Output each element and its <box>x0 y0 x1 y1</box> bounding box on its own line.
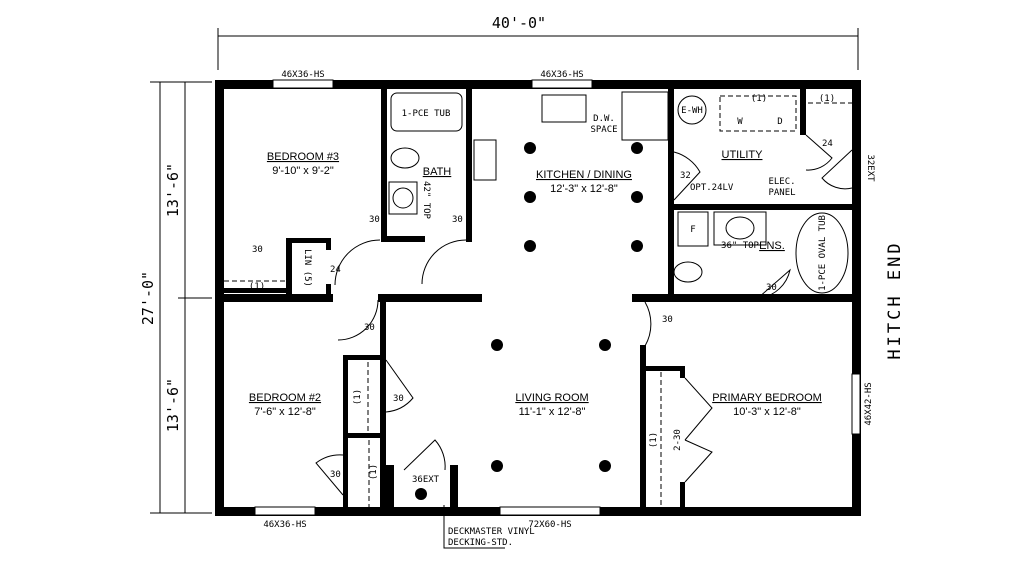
door-label-bed2-closet-upper: 30 <box>393 394 404 404</box>
fixture-bath-tub: 1-PCE TUB <box>402 109 451 119</box>
overall-width-label: 40'-0" <box>492 14 546 32</box>
window-label-bed2: 46X36-HS <box>263 520 306 530</box>
door-label-entry: 36EXT <box>412 475 440 485</box>
room-name-bath: BATH <box>423 166 452 178</box>
door-label-bed2-closet-lower: 30 <box>330 470 341 480</box>
hitch-end-label: HITCH END <box>885 240 905 359</box>
room-size-primary: 10'-3" x 12'-8" <box>733 406 801 418</box>
fixtures <box>224 91 852 507</box>
door-label-utility-ext: 32EXT <box>865 154 875 182</box>
closet-label-bed2-lower: (1) <box>369 464 379 480</box>
room-name-living: LIVING ROOM <box>515 392 588 404</box>
door-label-bath: 30 <box>452 215 463 225</box>
door-label-bed3-closet: 30 <box>252 245 263 255</box>
overall-depth-label: 27'-0" <box>139 271 157 325</box>
deck-note-line2: DECKING-STD. <box>448 538 513 548</box>
room-size-living: 11'-1" x 12'-8" <box>519 406 586 418</box>
door-label-primary-closet: 2-30 <box>673 429 683 451</box>
fixture-washer: W <box>737 117 743 127</box>
fixture-elec-panel: ELEC. <box>768 177 795 187</box>
ceiling-lights <box>415 142 643 500</box>
fixture-bath-top: 42" TOP <box>421 181 431 220</box>
dimension-lines <box>150 28 859 514</box>
closet-label-bed3: (1) <box>249 282 265 292</box>
upper-depth-label: 13'-6" <box>164 163 182 217</box>
door-label-bed3: 30 <box>369 215 380 225</box>
room-name-ensuite: ENS. <box>759 240 785 252</box>
room-name-kitchen: KITCHEN / DINING <box>536 169 632 181</box>
door-label-hall: 30 <box>364 323 375 333</box>
closet-label-primary: (1) <box>649 432 659 448</box>
fixture-opt-lv: OPT.24LV <box>690 183 734 193</box>
window-label-bed3: 46X36-HS <box>281 70 324 80</box>
window-label-living: 72X60-HS <box>528 520 571 530</box>
room-name-bedroom3: BEDROOM #3 <box>267 151 339 163</box>
room-size-bedroom3: 9'-10" x 9'-2" <box>272 165 334 177</box>
room-size-bedroom2: 7'-6" x 12'-8" <box>254 406 316 418</box>
fixture-elec-panel-2: PANEL <box>768 188 795 198</box>
fixture-ensuite-top: 36" TOP <box>721 241 760 251</box>
fixture-water-heater: E-WH <box>681 106 703 116</box>
door-label-utility-closet: 24 <box>822 139 833 149</box>
room-name-utility: UTILITY <box>722 149 764 161</box>
lower-depth-label: 13'-6" <box>164 378 182 432</box>
door-label-linen: 24 <box>330 265 341 275</box>
room-name-bedroom2: BEDROOM #2 <box>249 392 321 404</box>
door-label-ensuite: 30 <box>766 283 777 293</box>
closet-label-utility-shelf2: (1) <box>751 94 767 104</box>
fixture-oval-tub: 1-PCE OVAL TUB <box>818 215 828 291</box>
closet-label-bed2-upper: (1) <box>353 389 363 405</box>
closet-label-linen: LIN (5) <box>302 249 312 287</box>
room-size-kitchen: 12'-3" x 12'-8" <box>550 183 618 195</box>
deck-note-line1: DECKMASTER VINYL <box>448 527 535 537</box>
interior-walls <box>218 85 858 510</box>
fixture-dw-space: SPACE <box>590 125 617 135</box>
window-label-primary: 46X42-HS <box>864 382 874 425</box>
window-label-kitchen: 46X36-HS <box>540 70 583 80</box>
fixture-furnace: F <box>690 225 695 235</box>
windows <box>254 79 861 516</box>
fixture-dryer: D <box>777 117 782 127</box>
door-label-utility: 32 <box>680 171 691 181</box>
door-label-living-primary: 30 <box>662 315 673 325</box>
closet-label-utility-shelf: (1) <box>819 94 835 104</box>
door-swings <box>315 134 853 496</box>
fixture-dw: D.W. <box>593 114 615 124</box>
room-name-primary: PRIMARY BEDROOM <box>712 392 822 404</box>
